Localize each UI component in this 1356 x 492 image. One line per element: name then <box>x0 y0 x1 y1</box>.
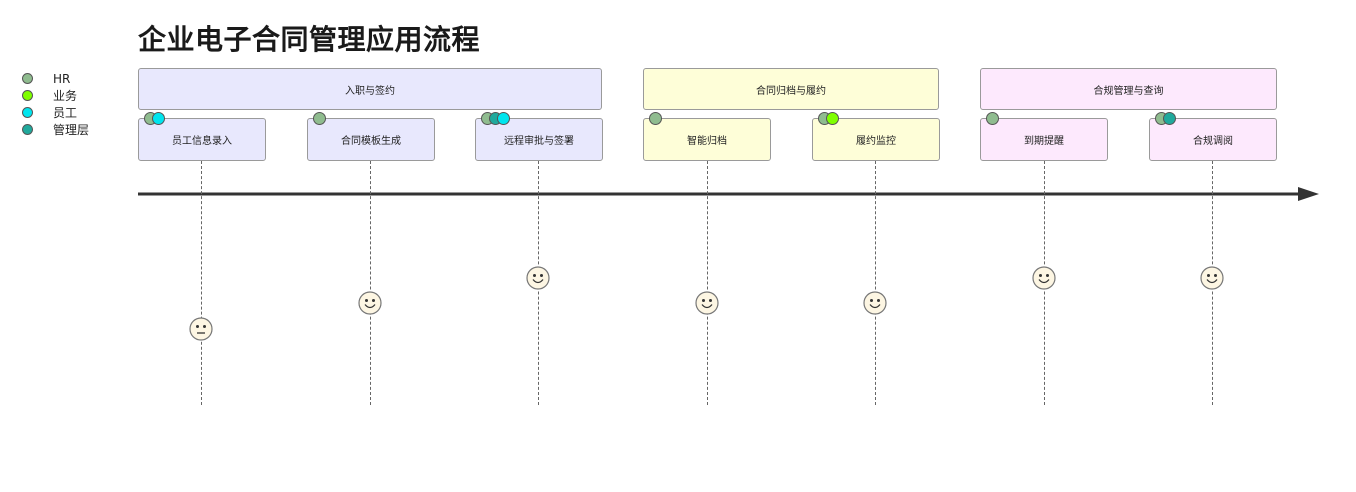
task-box-employee-info-entry: 员工信息录入 <box>138 112 266 161</box>
task-box-expiry-reminder: 到期提醒 <box>980 112 1108 161</box>
smiley-face-icon <box>863 291 887 315</box>
phase-box-compliance: 合规管理与查询 <box>980 68 1277 110</box>
legend-dot-management <box>22 124 33 135</box>
legend-label: 业务 <box>53 89 78 103</box>
legend-label: 管理层 <box>53 123 90 137</box>
legend-label: 员工 <box>53 106 78 120</box>
legend-label: HR <box>53 71 71 86</box>
actor-legend: HR 业务 员工 管理层 <box>22 70 89 138</box>
actor-dot-employee <box>152 112 165 125</box>
task-box-remote-approval-signing: 远程审批与签署 <box>475 112 603 161</box>
task-label: 智能归档 <box>687 136 727 147</box>
legend-item-business: 业务 <box>22 87 89 104</box>
page-title: 企业电子合同管理应用流程 <box>138 23 481 56</box>
legend-dot-employee <box>22 107 33 118</box>
smiley-face-icon <box>1200 266 1224 290</box>
task-stem <box>707 161 708 405</box>
actor-dot-business <box>826 112 839 125</box>
phase-box-onboarding: 入职与签约 <box>138 68 602 110</box>
phase-label: 入职与签约 <box>345 85 395 97</box>
legend-dot-business <box>22 90 33 101</box>
task-box-template-generation: 合同模板生成 <box>307 112 435 161</box>
legend-item-hr: HR <box>22 70 89 87</box>
task-stem <box>201 161 202 405</box>
smiley-face-icon <box>526 266 550 290</box>
task-label: 远程审批与签署 <box>504 136 574 147</box>
neutral-face-icon <box>189 317 213 341</box>
task-label: 员工信息录入 <box>172 136 232 147</box>
smiley-face-icon <box>695 291 719 315</box>
phase-box-archiving: 合同归档与履约 <box>643 68 939 110</box>
task-stem <box>370 161 371 405</box>
task-stem <box>875 161 876 405</box>
task-label: 履约监控 <box>856 136 896 147</box>
task-box-performance-monitoring: 履约监控 <box>812 112 940 161</box>
actor-dot-hr <box>313 112 326 125</box>
phase-label: 合同归档与履约 <box>756 85 826 97</box>
task-label: 到期提醒 <box>1024 136 1064 147</box>
task-label: 合同模板生成 <box>341 136 401 147</box>
smiley-face-icon <box>358 291 382 315</box>
timeline-arrowhead <box>1298 187 1319 201</box>
task-box-smart-archiving: 智能归档 <box>643 112 771 161</box>
phase-label: 合规管理与查询 <box>1093 85 1164 97</box>
actor-dot-employee <box>497 112 510 125</box>
task-box-compliance-review: 合规调阅 <box>1149 112 1277 161</box>
task-label: 合规调阅 <box>1193 136 1233 147</box>
actor-dot-hr <box>649 112 662 125</box>
legend-dot-hr <box>22 73 33 84</box>
smiley-face-icon <box>1032 266 1056 290</box>
legend-item-management: 管理层 <box>22 121 89 138</box>
legend-item-employee: 员工 <box>22 104 89 121</box>
actor-dot-hr <box>986 112 999 125</box>
actor-dot-management <box>1163 112 1176 125</box>
